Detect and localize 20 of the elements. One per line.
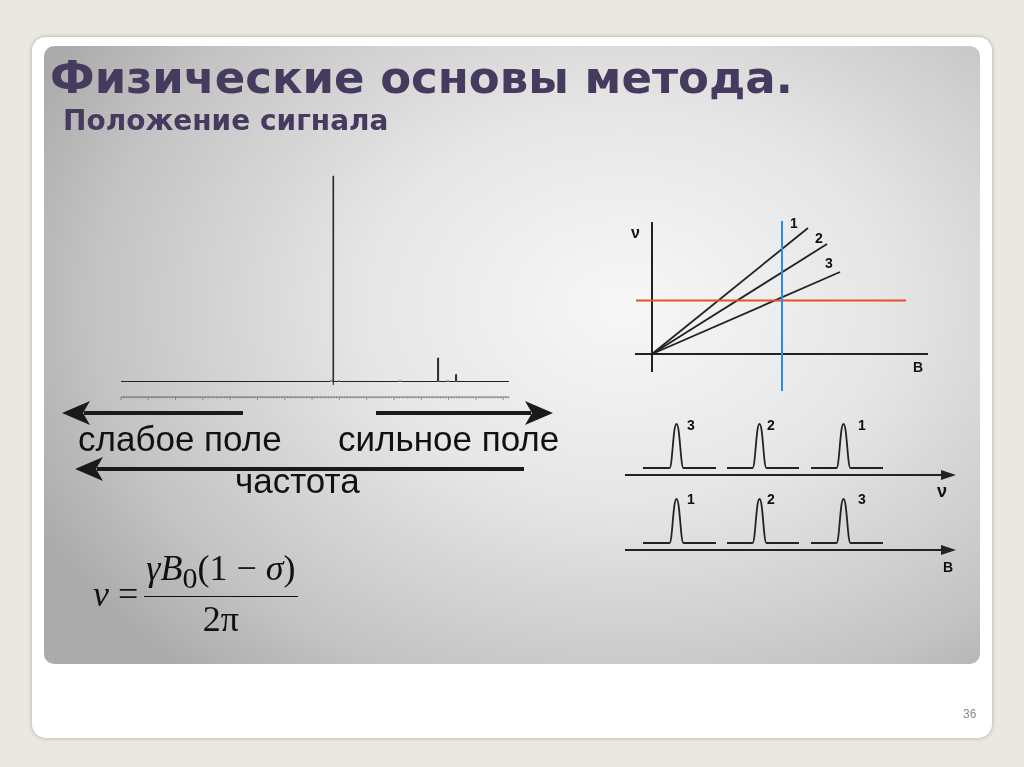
curve-number: 2 [815, 231, 823, 245]
curve-number: 1 [858, 418, 866, 432]
formula: ν = γB$_{0}$(1 − σ) 2π [93, 550, 298, 639]
curve-number: 3 [825, 256, 833, 270]
curve-number: 1 [687, 492, 695, 506]
slide-subtitle: Положение сигнала [63, 107, 389, 135]
axis-label: ν [937, 482, 947, 500]
curve-number: 3 [687, 418, 695, 432]
curve-number: 2 [767, 492, 775, 506]
curve-number: 3 [858, 492, 866, 506]
axis-label: B [943, 560, 954, 574]
field-label: слабое поле [78, 421, 282, 456]
axis-label: ν [631, 225, 640, 241]
curve-number: 2 [767, 418, 775, 432]
frequency-label: частота [235, 463, 360, 498]
slide-title: Физические основы метода. [50, 55, 793, 100]
page-number: 36 [963, 708, 977, 720]
axis-label: B [913, 360, 924, 374]
field-label: сильное поле [338, 421, 560, 456]
curve-number: 1 [790, 216, 798, 230]
